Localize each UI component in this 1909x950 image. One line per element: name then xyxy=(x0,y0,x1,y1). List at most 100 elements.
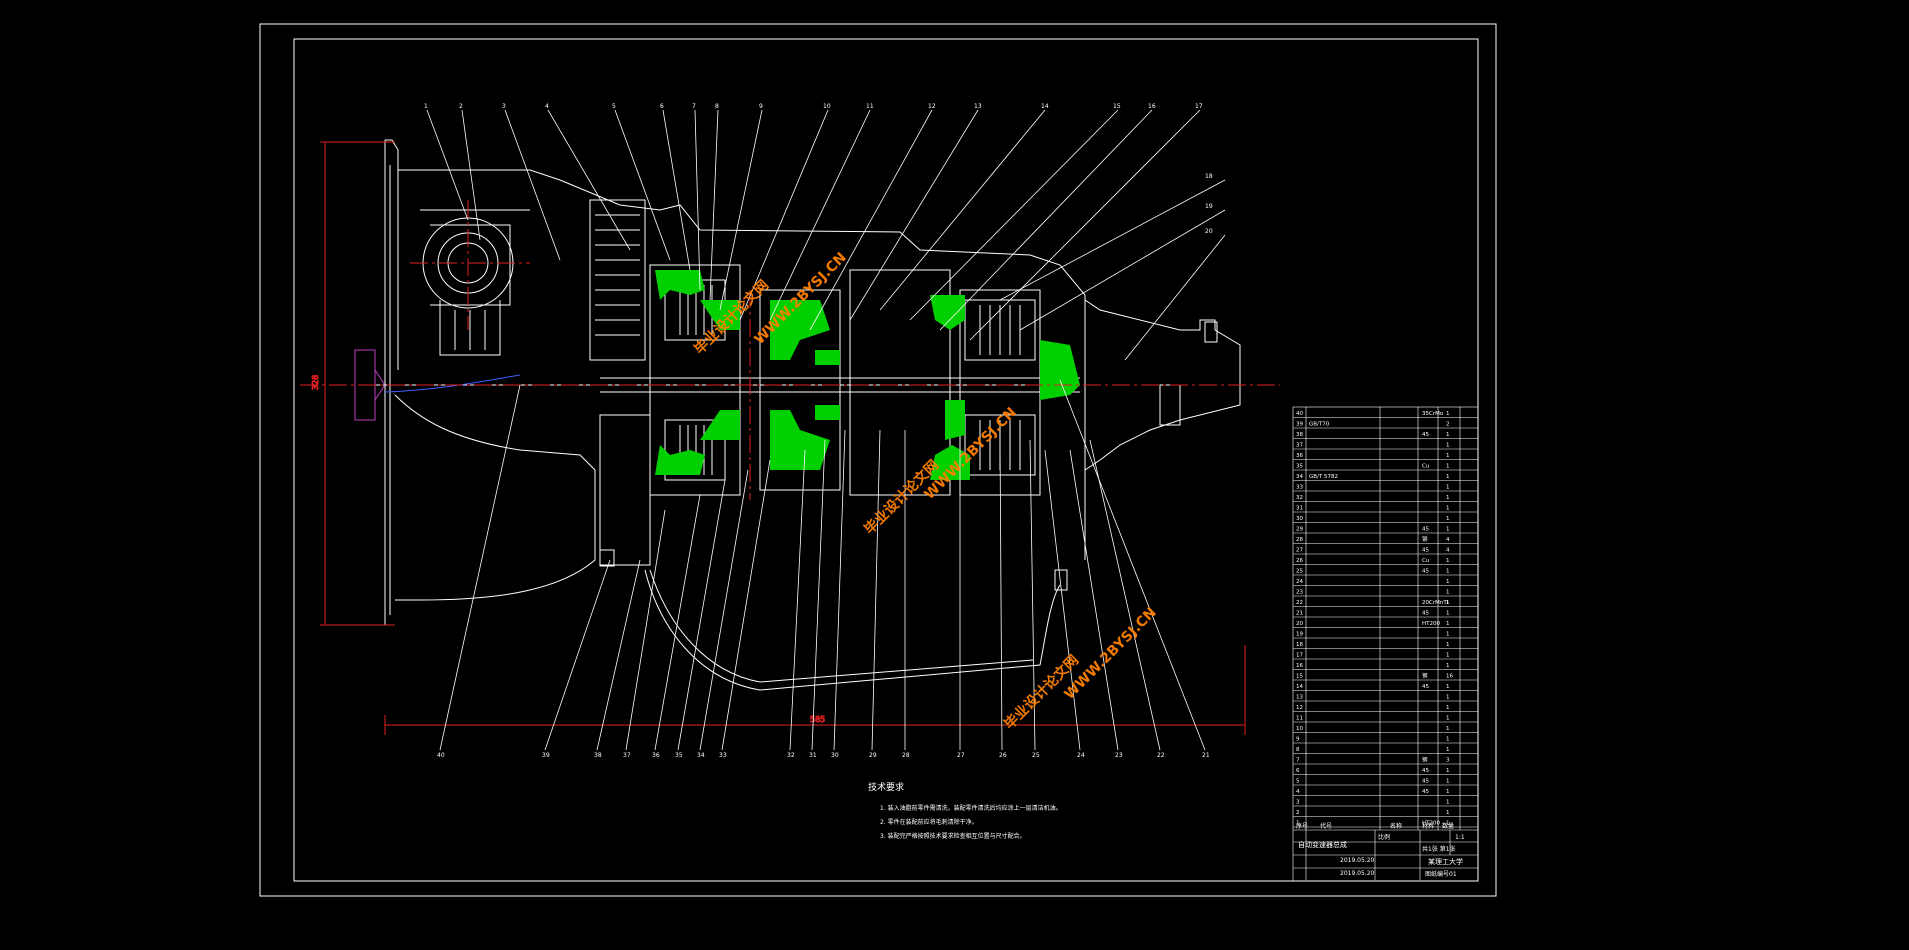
callout-5: 5 xyxy=(612,103,616,110)
bom-cell: 45 xyxy=(1422,789,1429,795)
callout-10: 10 xyxy=(823,103,831,110)
date-2: 2019.05.20 xyxy=(1340,870,1375,877)
bom-cell: 8 xyxy=(1296,747,1300,753)
callouts-bottom: 40 39 38 37 36 35 34 33 32 31 30 29 28 2… xyxy=(437,752,1210,759)
callout-3: 3 xyxy=(502,103,506,110)
callout-6: 6 xyxy=(660,103,664,110)
bom-cell: 3 xyxy=(1446,758,1450,764)
callout-38: 38 xyxy=(594,752,602,759)
bom-cell: 18 xyxy=(1296,642,1303,648)
bom-cell: 14 xyxy=(1296,684,1303,690)
bom-cell: 25 xyxy=(1296,569,1303,575)
tech-note: 3. 装配完严格按照技术要求检查相互位置与尺寸配合。 xyxy=(880,832,1026,840)
bom-cell: 1 xyxy=(1446,737,1450,743)
bom-cell: 4 xyxy=(1296,789,1300,795)
bom-cell: 16 xyxy=(1446,674,1453,680)
bom-cell: HT200 xyxy=(1422,821,1440,827)
dimension-lines: 328 585 xyxy=(311,141,1246,735)
callout-28: 28 xyxy=(902,752,910,759)
date-1: 2019.05.20 xyxy=(1340,857,1375,864)
callout-24: 24 xyxy=(1077,752,1085,759)
bom-cell: Cu xyxy=(1422,464,1429,470)
bom-cell: 1 xyxy=(1446,821,1450,827)
bom-cell: 1 xyxy=(1446,747,1450,753)
bom-cell: 3 xyxy=(1296,800,1300,806)
bom-cell: 1 xyxy=(1446,779,1450,785)
bom-cell: Cu xyxy=(1422,558,1429,564)
bom-cell: 1 xyxy=(1446,495,1450,501)
bom-cell: 17 xyxy=(1296,653,1303,659)
bom-cell: 1 xyxy=(1446,716,1450,722)
bom-cell: 45 xyxy=(1422,779,1429,785)
callout-21: 21 xyxy=(1202,752,1210,759)
bom-cell: 1 xyxy=(1446,621,1450,627)
callout-8: 8 xyxy=(715,103,719,110)
callout-17: 17 xyxy=(1195,103,1203,110)
bom-cell: 钢 xyxy=(1422,756,1428,764)
bom-cell: 4 xyxy=(1446,548,1450,554)
callout-19: 19 xyxy=(1205,203,1213,210)
watermark-url: WWW.2BYSJ.CN xyxy=(1062,605,1160,703)
bom-cell: 6 xyxy=(1296,768,1300,774)
callout-27: 27 xyxy=(957,752,965,759)
bom-cell: 28 xyxy=(1296,537,1303,543)
callout-22: 22 xyxy=(1157,752,1165,759)
callout-23: 23 xyxy=(1115,752,1123,759)
bom-cell: 1 xyxy=(1446,705,1450,711)
watermarks: 毕业设计论文网 WWW.2BYSJ.CN 毕业设计论文网 WWW.2BYSJ.C… xyxy=(691,250,1160,733)
callout-31: 31 xyxy=(809,752,817,759)
bom-cell: 5 xyxy=(1296,779,1300,785)
scale-label: 比例 xyxy=(1378,833,1390,841)
bom-cell: 33 xyxy=(1296,485,1303,491)
bom-cell: 1 xyxy=(1446,590,1450,596)
bom-cell: 23 xyxy=(1296,590,1303,596)
callout-2: 2 xyxy=(459,103,463,110)
bom-cell: 10 xyxy=(1296,726,1303,732)
bom-cell: 40 xyxy=(1296,411,1303,417)
bom-cell: 1 xyxy=(1446,411,1450,417)
bom-cell: 1 xyxy=(1446,506,1450,512)
bom-cell: 19 xyxy=(1296,632,1303,638)
bom-cell: 9 xyxy=(1296,737,1300,743)
bom-cell: 30 xyxy=(1296,516,1303,522)
header-name: 名称 xyxy=(1390,822,1402,830)
callout-25: 25 xyxy=(1032,752,1040,759)
callout-14: 14 xyxy=(1041,103,1049,110)
bom-cell: 39 xyxy=(1296,422,1303,428)
bom-cell: 45 xyxy=(1422,611,1429,617)
drawing-number: 图纸编号01 xyxy=(1425,870,1457,878)
bom-cell: 1 xyxy=(1446,527,1450,533)
watermark-url: WWW.2BYSJ.CN xyxy=(922,405,1020,503)
bom-cell: 12 xyxy=(1296,705,1303,711)
bom-cell: GB/T 5782 xyxy=(1309,474,1338,480)
bom-cell: 34 xyxy=(1296,474,1303,480)
tech-title: 技术要求 xyxy=(868,781,904,793)
bom-cell: 1 xyxy=(1446,516,1450,522)
bom-cell: 1 xyxy=(1446,569,1450,575)
callout-7: 7 xyxy=(692,103,696,110)
callout-32: 32 xyxy=(787,752,795,759)
callout-1: 1 xyxy=(424,103,428,110)
bom-cell: 13 xyxy=(1296,695,1303,701)
bom-cell: 11 xyxy=(1296,716,1303,722)
bom-cell: 45 xyxy=(1422,569,1429,575)
callout-40: 40 xyxy=(437,752,445,759)
bill-of-materials xyxy=(1292,406,1479,882)
bom-cell: HT200 xyxy=(1422,621,1440,627)
leader-lines xyxy=(426,109,1226,751)
bom-cell: 1 xyxy=(1446,558,1450,564)
callouts-top: 1 2 3 4 5 6 7 8 9 10 11 12 13 14 15 16 1… xyxy=(424,103,1213,235)
header-qty: 数量 xyxy=(1442,822,1454,830)
bom-cell: 21 xyxy=(1296,611,1303,617)
bom-cell: 钢 xyxy=(1422,535,1428,543)
callout-29: 29 xyxy=(869,752,877,759)
tech-note: 1. 装入油脂前零件需清洗，装配零件清洗后均应涂上一层清洁机油。 xyxy=(880,804,1062,812)
bom-cell: 16 xyxy=(1296,663,1303,669)
bom-cell: 29 xyxy=(1296,527,1303,533)
bom-cell: 1 xyxy=(1446,684,1450,690)
bom-cell: 钢 xyxy=(1422,672,1428,680)
bom-cell: 45 xyxy=(1422,548,1429,554)
